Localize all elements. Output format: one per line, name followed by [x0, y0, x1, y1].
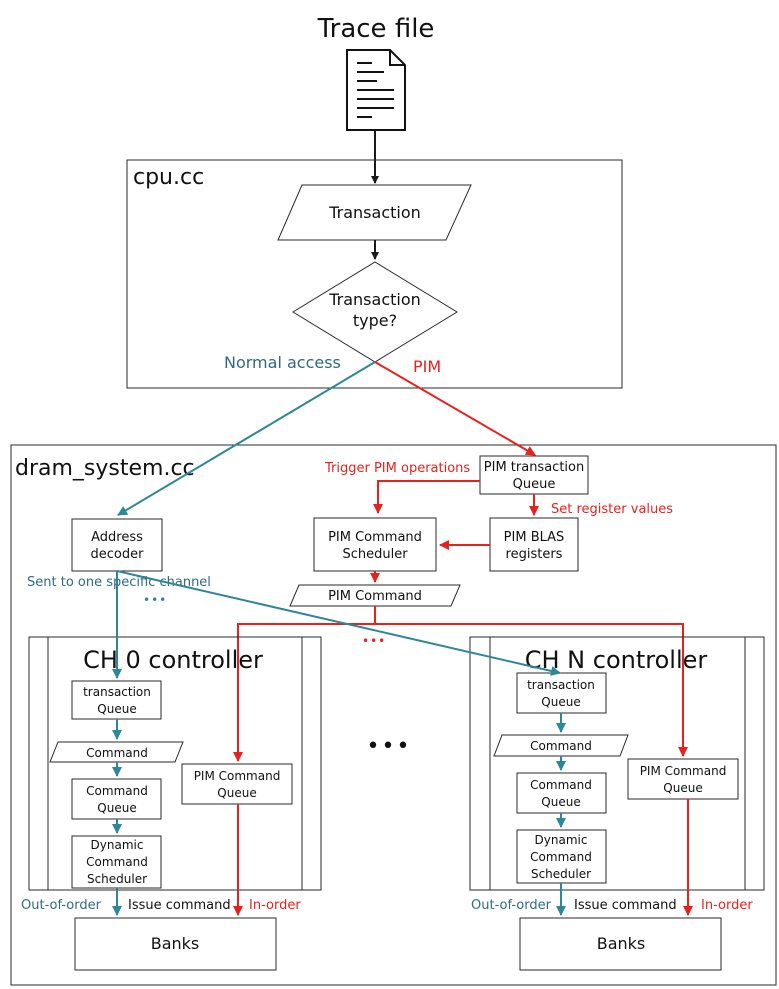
- addr-dec-label-line1: Address: [91, 530, 143, 545]
- chn-dcs-line3: Scheduler: [531, 867, 591, 881]
- chn-pimq-line2: Queue: [663, 781, 702, 795]
- ch0-transaction-queue: [71, 680, 162, 720]
- ch0-cq-line1: Command: [86, 784, 148, 798]
- ch0-issue-command-label: Issue command: [128, 898, 231, 913]
- chn-pimq-line1: PIM Command: [640, 764, 727, 778]
- ch0-banks-label: Banks: [151, 934, 200, 953]
- address-decoder: [71, 518, 163, 572]
- chn-title: CH N controller: [525, 646, 708, 674]
- ch0-in-order-label: In-order: [249, 898, 301, 913]
- chn-in-order-label: In-order: [701, 898, 753, 913]
- chn-dynamic-command-scheduler: [516, 829, 607, 884]
- chn-dcs-line1: Dynamic: [535, 833, 588, 847]
- ch0-dcs-line3: Scheduler: [87, 872, 147, 886]
- dram-system-box: [10, 444, 777, 986]
- document-icon: [346, 49, 406, 131]
- ch0-dcs-line2: Command: [86, 855, 148, 869]
- transaction-parallelogram: [277, 184, 472, 241]
- chn-command-parallelogram: [493, 734, 629, 757]
- chn-banks: [519, 917, 722, 971]
- chn-banks-label: Banks: [597, 934, 646, 953]
- chn-command-queue: [516, 772, 607, 814]
- sent-to-channel-label: Sent to one specific channel: [27, 575, 211, 590]
- pim-command-scheduler: [313, 517, 437, 572]
- pim-cs-label-line1: PIM Command: [328, 530, 422, 545]
- pim-tq-label-line2: Queue: [513, 477, 556, 492]
- dram-system-label: dram_system.cc: [15, 456, 195, 481]
- ch0-out-of-order-label: Out-of-order: [21, 898, 102, 913]
- ch0-command-queue: [71, 778, 162, 820]
- pim-blas-label-line2: registers: [506, 547, 563, 562]
- chn-controller: [469, 636, 765, 891]
- chn-dcs-line2: Command: [530, 850, 592, 864]
- chn-issue-command-label: Issue command: [574, 898, 677, 913]
- pim-branch-label: PIM: [413, 357, 441, 376]
- cpu-module-box: [126, 159, 623, 389]
- ch0-banks: [74, 917, 277, 971]
- set-register-label: Set register values: [551, 502, 673, 517]
- addr-dec-label-line2: decoder: [91, 547, 145, 562]
- cpu-module-label: cpu.cc: [133, 165, 204, 190]
- chn-transaction-queue: [516, 672, 607, 714]
- trigger-arrow: [373, 480, 480, 514]
- ch0-command-label: Command: [86, 746, 148, 760]
- ch0-tq-line2: Queue: [97, 702, 136, 716]
- decision-label-line1: Transaction: [328, 290, 421, 309]
- ch0-pim-command-queue: [181, 763, 293, 805]
- pim-command-to-chn-arrow: [375, 623, 688, 757]
- ch0-pimq-line2: Queue: [217, 786, 256, 800]
- pim-command-parallelogram: [289, 584, 461, 607]
- chn-cq-line1: Command: [530, 778, 592, 792]
- chn-out-of-order-label: Out-of-order: [471, 898, 552, 913]
- chn-command-label: Command: [530, 739, 592, 753]
- pim-command-label: PIM Command: [328, 589, 422, 604]
- decision-label-line2: type?: [353, 311, 397, 330]
- pim-tq-label-line1: PIM transaction: [484, 460, 584, 475]
- ch0-cq-line2: Queue: [97, 801, 136, 815]
- chn-pim-command-queue: [627, 758, 739, 800]
- pim-access-arrow: [374, 361, 536, 456]
- pim-command-to-ch0-arrow: [233, 606, 376, 762]
- ch0-controller: [28, 636, 322, 891]
- normal-access-label: Normal access: [224, 353, 341, 372]
- teal-channel-dots: •••: [143, 593, 167, 607]
- decoder-to-chn-arrow: [116, 570, 561, 676]
- chn-tq-line1: transaction: [527, 678, 595, 692]
- transaction-label: Transaction: [328, 203, 421, 222]
- ch0-title: CH 0 controller: [83, 646, 263, 674]
- chn-tq-line2: Queue: [541, 695, 580, 709]
- ch0-command-parallelogram: [49, 741, 184, 763]
- normal-access-arrow: [117, 361, 376, 516]
- trigger-pim-label: Trigger PIM operations: [324, 461, 470, 476]
- pim-cs-label-line2: Scheduler: [342, 547, 408, 562]
- pim-transaction-queue: [479, 455, 589, 495]
- chn-cq-line2: Queue: [541, 795, 580, 809]
- ch0-dcs-line1: Dynamic: [91, 838, 144, 852]
- ch0-tq-line1: transaction: [83, 685, 151, 699]
- channel-ellipsis: •••: [367, 734, 412, 759]
- ch0-dynamic-command-scheduler: [71, 835, 162, 889]
- pim-blas-label-line1: PIM BLAS: [504, 530, 565, 545]
- ch0-pimq-line1: PIM Command: [194, 769, 281, 783]
- red-channel-dots: •••: [362, 634, 386, 648]
- diagram-title: Trace file: [317, 14, 435, 44]
